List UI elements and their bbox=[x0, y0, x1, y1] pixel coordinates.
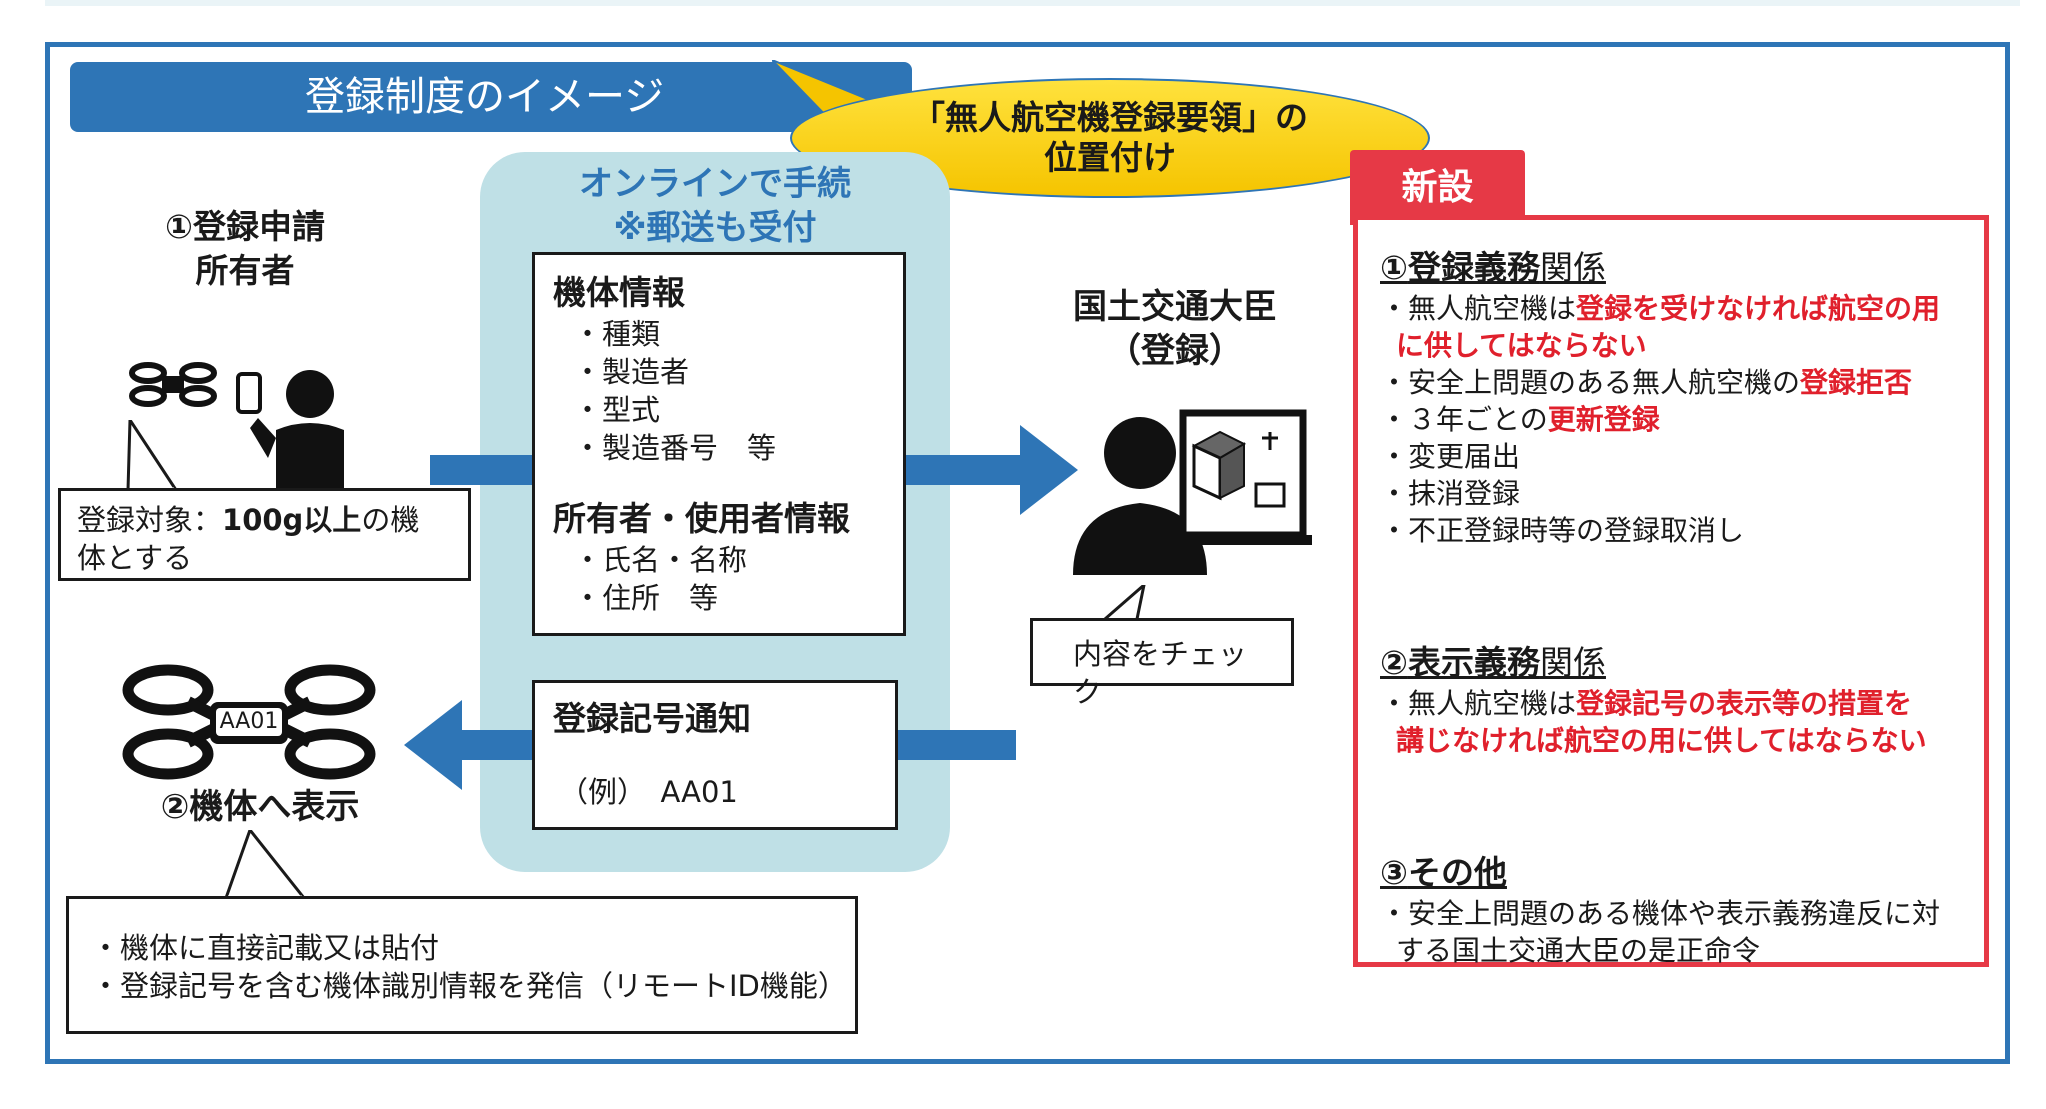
flow-bar-left-bottom bbox=[460, 730, 532, 760]
display-callout-line1: ・機体に直接記載又は貼付 bbox=[91, 931, 440, 965]
aircraft-info-header: 機体情報 bbox=[553, 273, 685, 312]
target-prefix: 登録対象： bbox=[77, 503, 223, 537]
officer-at-computer-icon bbox=[1073, 409, 1312, 575]
section-1-title: ①登録義務関係 bbox=[1380, 246, 1966, 290]
sec1-e: ・抹消登録 bbox=[1380, 477, 1521, 510]
notice-header: 登録記号通知 bbox=[553, 699, 751, 738]
display-title: ②機体へ表示 bbox=[160, 787, 360, 827]
owner-info-item: ・住所 等 bbox=[573, 581, 719, 615]
section-1-rest: 関係 bbox=[1539, 248, 1606, 287]
target-bold: 100g以上 bbox=[222, 503, 362, 537]
section-3-title: ③その他 bbox=[1380, 851, 1966, 895]
notice-example: （例） AA01 bbox=[559, 775, 738, 809]
sec2-a-red2: 講じなければ航空の用に供してはならない bbox=[1396, 724, 1927, 757]
sec1-f: ・不正登録時等の登録取消し bbox=[1380, 514, 1745, 547]
sec1-b-prefix: ・安全上問題のある無人航空機の bbox=[1380, 366, 1801, 399]
section-2-bold: 表示義務 bbox=[1407, 643, 1540, 682]
target-line2: 体とする bbox=[77, 541, 193, 575]
sec3-a2: する国土交通大臣の是正命令 bbox=[1396, 934, 1761, 967]
flow-bar-right-bottom bbox=[898, 730, 1016, 760]
aircraft-info-box: 機体情報 ・種類 ・製造者 ・型式 ・製造番号 等 所有者・使用者情報 ・氏名・… bbox=[532, 252, 906, 636]
person-icon bbox=[250, 370, 344, 498]
aircraft-info-item: ・種類 bbox=[573, 317, 661, 351]
callout-tail bbox=[223, 830, 306, 900]
sec1-b-red: 登録拒否 bbox=[1800, 366, 1913, 399]
callout-tail bbox=[126, 420, 178, 492]
aircraft-info-item: ・型式 bbox=[573, 393, 661, 427]
display-callout: ・機体に直接記載又は貼付 ・登録記号を含む機体識別情報を発信（リモートID機能） bbox=[66, 896, 858, 1034]
aircraft-info-item: ・製造者 bbox=[573, 355, 690, 389]
owner-info-item: ・氏名・名称 bbox=[573, 543, 748, 577]
online-line1: オンラインで手続 bbox=[579, 164, 851, 204]
sec2-a-prefix: ・無人航空機は bbox=[1380, 687, 1577, 720]
ellipse-line2: 位置付け bbox=[1044, 138, 1176, 177]
top-divider bbox=[45, 0, 2020, 6]
sec1-c-red: 更新登録 bbox=[1547, 403, 1660, 436]
display-callout-line2: ・登録記号を含む機体識別情報を発信（リモートID機能） bbox=[91, 969, 847, 1003]
check-callout: 内容をチェック bbox=[1030, 618, 1294, 709]
sec1-c-prefix: ・３年ごとの bbox=[1380, 403, 1548, 436]
applicant-line2: 所有者 bbox=[195, 251, 295, 290]
flow-bar-right-top bbox=[906, 455, 1024, 485]
applicant-title: ①登録申請 所有者 bbox=[130, 205, 360, 293]
sec1-d: ・変更届出 bbox=[1380, 440, 1521, 473]
minister-line1: 国土交通大臣 bbox=[1073, 287, 1277, 327]
sec2-a-red1: 登録記号の表示等の措置を bbox=[1576, 687, 1913, 720]
online-heading: オンラインで手続 ※郵送も受付 bbox=[480, 162, 950, 250]
section-1-num: ① bbox=[1380, 248, 1408, 287]
target-callout: 登録対象：100g以上の機 体とする bbox=[58, 488, 471, 581]
sec3-a1: ・安全上問題のある機体や表示義務違反に対 bbox=[1380, 897, 1941, 930]
left-arrow-icon bbox=[404, 700, 462, 790]
drone-code: AA01 bbox=[219, 709, 279, 734]
package-icon bbox=[1191, 430, 1286, 508]
minister-line2: （登録） bbox=[1107, 331, 1243, 371]
sec1-a-red1: 登録を受けなければ航空の用 bbox=[1576, 292, 1941, 325]
section-3-num: ③ bbox=[1380, 853, 1408, 892]
new-badge: 新設 bbox=[1350, 150, 1525, 225]
aircraft-info-item: ・製造番号 等 bbox=[573, 431, 777, 465]
target-suffix: の機 bbox=[361, 503, 420, 537]
drone-icon bbox=[129, 362, 217, 407]
new-requirements-box: ①登録義務関係 ・無人航空機は登録を受けなければ航空の用 に供してはならない ・… bbox=[1353, 215, 1989, 967]
sec1-a-red2: に供してはならない bbox=[1396, 329, 1647, 362]
registration-notice-box: 登録記号通知 （例） AA01 bbox=[532, 680, 898, 830]
section-1-bold: 登録義務 bbox=[1407, 248, 1540, 287]
section-3-bold: その他 bbox=[1407, 853, 1507, 892]
owner-info-header: 所有者・使用者情報 bbox=[553, 499, 850, 538]
right-arrow-icon bbox=[1020, 425, 1078, 515]
drone-icon bbox=[122, 664, 376, 780]
section-2-num: ② bbox=[1380, 643, 1408, 682]
minister-title: 国土交通大臣 （登録） bbox=[1015, 285, 1335, 373]
ellipse-line1: 「無人航空機登録要領」の bbox=[912, 98, 1308, 137]
section-2-rest: 関係 bbox=[1539, 643, 1606, 682]
flow-bar-left-top bbox=[430, 455, 532, 485]
smartphone-icon bbox=[236, 372, 262, 414]
applicant-line1: ①登録申請 bbox=[165, 207, 325, 246]
title-banner: 登録制度のイメージ bbox=[70, 62, 912, 132]
section-2-title: ②表示義務関係 bbox=[1380, 641, 1966, 685]
sec1-a-prefix: ・無人航空機は bbox=[1380, 292, 1577, 325]
online-line2: ※郵送も受付 bbox=[613, 208, 817, 248]
